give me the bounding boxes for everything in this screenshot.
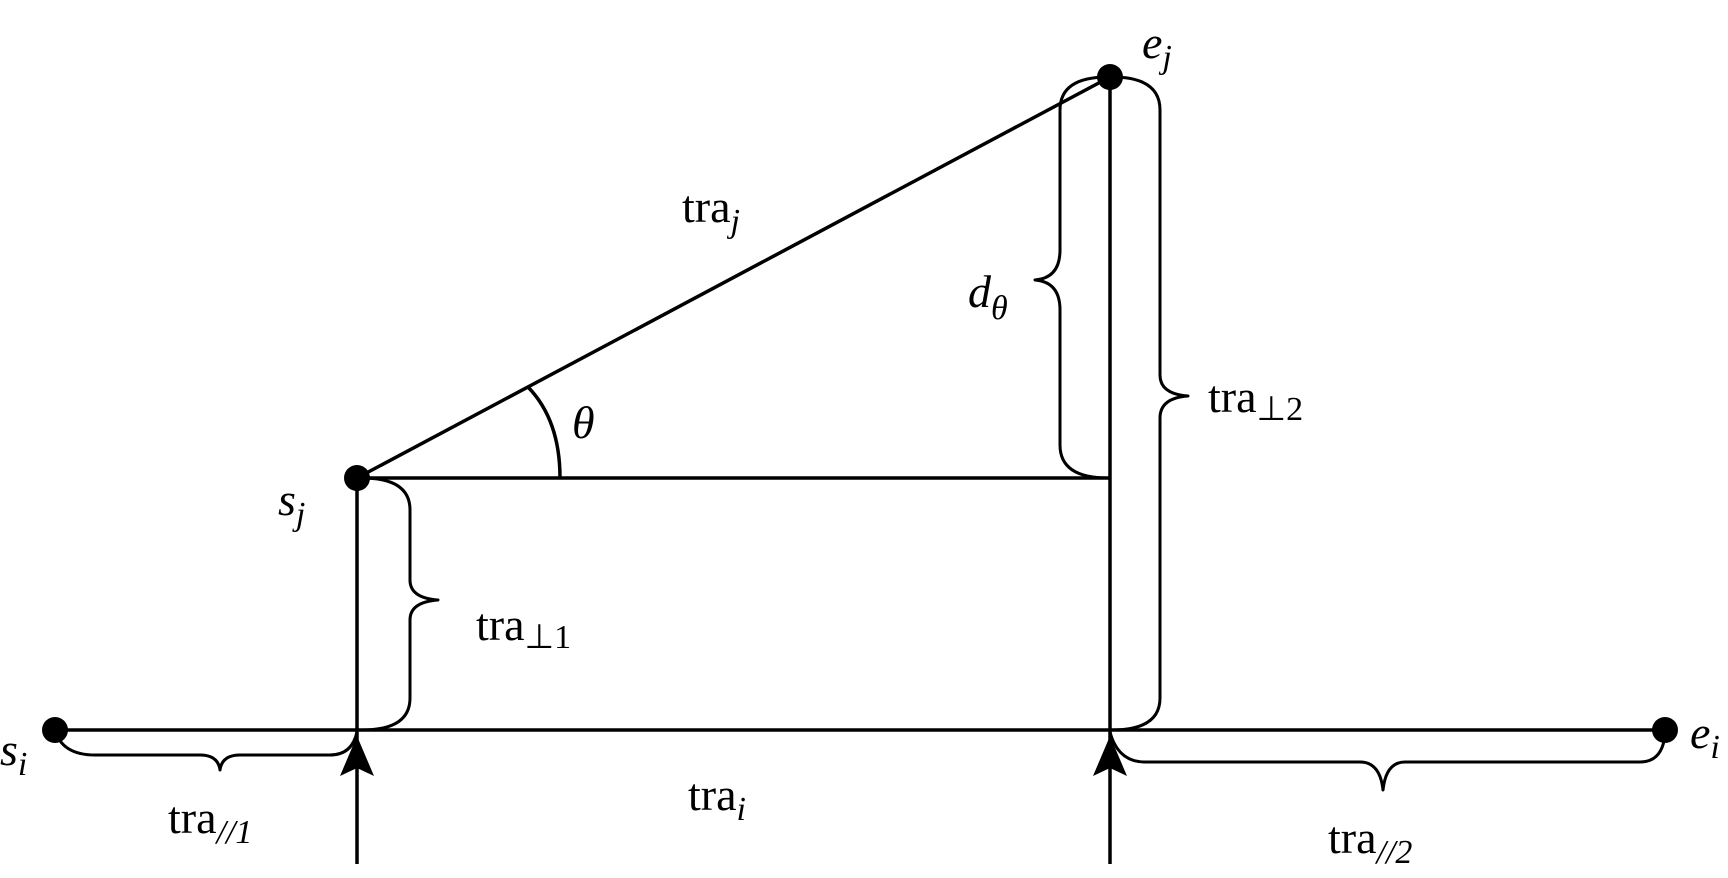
label-tra-perp2: tra⊥2: [1208, 371, 1303, 428]
projection-arrowhead-ej: [1093, 736, 1127, 776]
label-tra-i: trai: [688, 769, 746, 828]
point-e-j: [1097, 64, 1123, 90]
brace-tra-perp1: [361, 476, 440, 732]
label-tra-j: traj: [682, 181, 740, 240]
brace-d-theta: [1033, 75, 1109, 480]
label-tra-perp1: tra⊥1: [476, 599, 571, 656]
label-e-j: ej: [1142, 17, 1172, 76]
label-s-i: si: [0, 724, 27, 783]
label-s-j: sj: [278, 474, 305, 533]
point-s-j: [344, 465, 370, 491]
label-tra-par1: tra//1: [168, 792, 252, 851]
label-d-theta: dθ: [968, 266, 1008, 327]
brace-tra-par1: [53, 729, 359, 772]
theta-arc: [526, 385, 562, 479]
label-theta: θ: [572, 397, 595, 448]
brace-tra-par2: [1108, 731, 1667, 792]
segment-tra-j: [356, 75, 1111, 480]
label-tra-par2: tra//2: [1328, 812, 1412, 871]
label-e-i: ei: [1690, 707, 1720, 766]
point-e-i: [1652, 717, 1678, 743]
point-s-i: [42, 717, 68, 743]
brace-tra-perp2: [1111, 75, 1190, 732]
projection-arrowhead-sj: [340, 736, 374, 776]
